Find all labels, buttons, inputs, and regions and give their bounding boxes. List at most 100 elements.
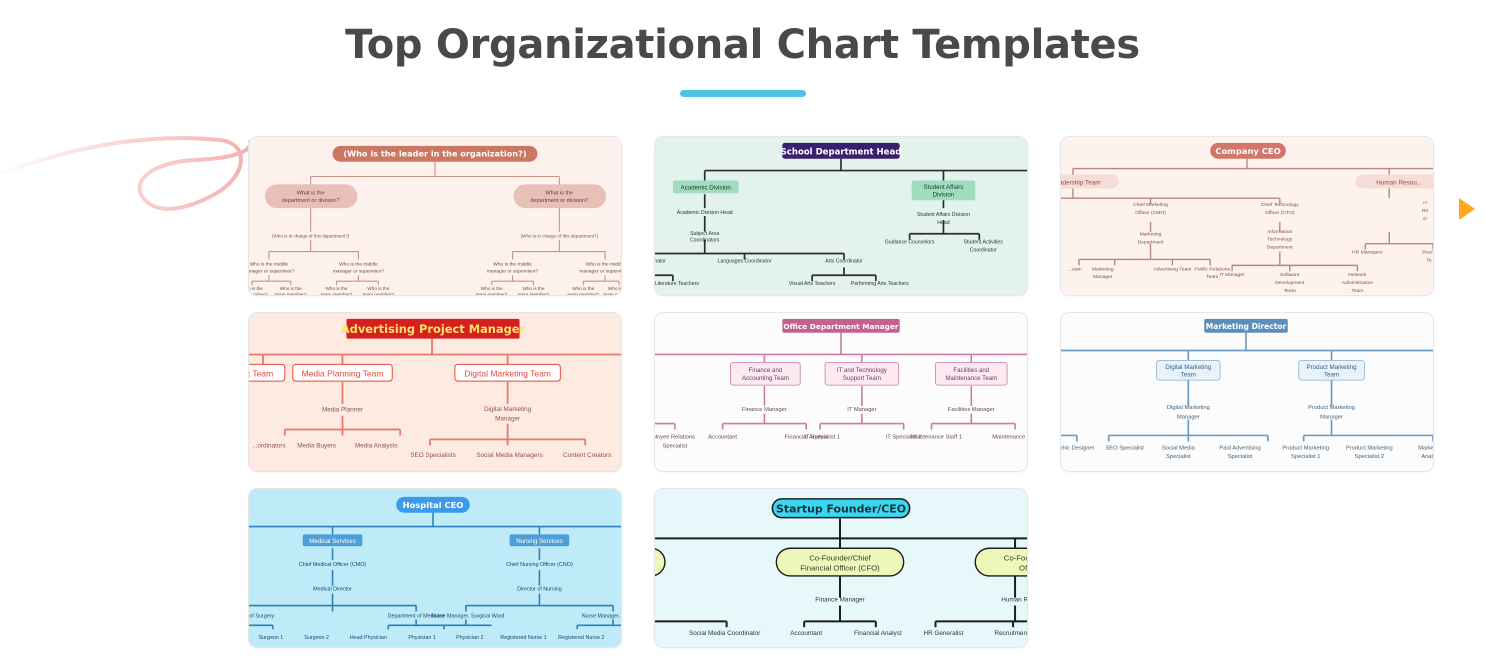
svg-text:Coordinators: Coordinators (690, 238, 720, 244)
svg-text:Officer (CTO): Officer (CTO) (1265, 210, 1295, 216)
template-card-leader-questions[interactable]: (Who is the leader in the organization?)… (248, 136, 622, 296)
svg-text:Coordinator: Coordinator (970, 248, 997, 254)
page-header: Top Organizational Chart Templates (0, 0, 1485, 97)
leaf-label: Network (1348, 272, 1367, 278)
officer-label: Chief Medical Officer (CMO) (299, 562, 366, 568)
svg-text:Maintenance Team: Maintenance Team (945, 375, 997, 382)
coordinator-label: Arts Coordinator (825, 258, 863, 264)
department-label: Information (1267, 229, 1292, 235)
leaf-label: Content Creators (563, 452, 611, 459)
leaf-label: Recruitment Sp... (995, 630, 1027, 637)
svg-text:Specialist: Specialist (1166, 454, 1191, 460)
team-node-label: Digital Marketing (1165, 364, 1211, 371)
svg-text:Offi: Offi (1019, 563, 1027, 572)
leaf-label: ...ordinators (252, 442, 286, 449)
mid-manager-label-2: manager or supervisor? (487, 268, 539, 274)
leaf-label: Social Media (1162, 445, 1196, 451)
svg-text:Accounting Team: Accounting Team (742, 375, 789, 382)
leaf-label: Social Media Managers (476, 452, 542, 459)
template-card-advertising-project-manager[interactable]: Advertising Project Manager ...t Team Me… (248, 312, 622, 472)
officer-label: Chief Technology (1261, 202, 1299, 208)
template-card-school-department[interactable]: School Department Head Academic Division… (654, 136, 1028, 296)
division-node-label: Medical Services (309, 538, 355, 545)
svg-text:Te: Te (1426, 257, 1431, 263)
division-node-label: What is the (297, 190, 325, 196)
department-label: Marketing (1140, 232, 1162, 238)
team-member-label: Who is the (522, 286, 544, 291)
leaf-label: ...mployee Relations (655, 434, 695, 440)
leaf-label: SEO Specialists (410, 452, 456, 459)
leaf-label: Product Marketing (1282, 445, 1329, 451)
division-node-label: What is the (545, 190, 573, 196)
svg-text:Department: Department (1267, 245, 1294, 251)
root-node-label: Company CEO (1215, 146, 1280, 156)
team-node-label: ...t Team (249, 369, 273, 379)
division-head-label: Academic Division Head (677, 210, 733, 216)
svg-text:team member?: team member? (321, 292, 353, 295)
division-node-label-2: department or division? (530, 198, 588, 204)
template-card-marketing-director[interactable]: Marketing Director Digital Marketing Tea… (1060, 312, 1434, 472)
director-label: Medical Director (313, 587, 352, 593)
svg-text:Technology: Technology (1267, 237, 1293, 243)
leaf-label: Maintenance Staf... (992, 434, 1027, 440)
template-card-hospital-ceo[interactable]: Hospital CEO Medical Services Nursing Se… (248, 488, 622, 648)
template-card-empty-slot (1060, 488, 1434, 648)
svg-text:team member?: team member? (518, 292, 550, 295)
root-node-label: Office Department Manager (783, 322, 899, 331)
template-row-3: Hospital CEO Medical Services Nursing Se… (248, 488, 1485, 648)
team-member-label: Who is the (326, 286, 348, 291)
division-node-label: Nursing Services (516, 538, 562, 545)
team-node-label: Digital Marketing Team (464, 369, 551, 379)
teacher-leaf-label: Performing Arts Teachers (851, 281, 909, 287)
root-node-label: Marketing Director (1206, 322, 1287, 331)
cofounder-node-label: Co-Found (1004, 554, 1027, 563)
svg-text:Manager: Manager (495, 416, 520, 423)
root-node-label: Startup Founder/CEO (776, 503, 906, 516)
team-node-label: Facilities and (953, 367, 989, 374)
svg-text:team member?: team member? (275, 292, 307, 295)
svg-text:Department: Department (1138, 240, 1165, 246)
template-card-office-department-manager[interactable]: Office Department Manager Finance and Ac… (654, 312, 1028, 472)
mid-manager-label-2: manager or supervisor? (579, 268, 621, 274)
subject-coordinators-label: Subject Area (690, 231, 719, 237)
leaf-label: Surgeon 2 (304, 635, 329, 641)
pink-loop-squiggle (0, 136, 250, 211)
leaf-label: Physician 2 (456, 635, 483, 641)
root-node-label: (Who is the leader in the organization?) (343, 149, 526, 159)
manager-label: Digital Marketing (484, 406, 532, 413)
leaf-label: Market (1418, 445, 1433, 451)
manager-label: Facilities Manager (948, 407, 995, 413)
leaf-label: Media Analysts (355, 442, 398, 449)
division-node-label: Student Affairs (924, 184, 964, 191)
svg-text:Manager: Manager (1093, 274, 1113, 280)
leaf-label: Media Buyers (297, 442, 336, 449)
template-card-startup-founder-ceo[interactable]: Startup Founder/CEO ...MO) Co-Founder/Ch… (654, 488, 1028, 648)
svg-text:team member?: team member? (476, 292, 508, 295)
mid-manager-label: Who is the middle (586, 261, 621, 267)
mid-manager-label-2: manager or supervisor? (249, 268, 295, 274)
division-node-label: Academic Division (681, 185, 732, 192)
svg-text:Specialist: Specialist (1228, 454, 1253, 460)
svg-text:Specialist 1: Specialist 1 (1291, 454, 1320, 460)
leaf-label: IT Specialist 2 (886, 434, 922, 440)
svg-text:Team: Team (1181, 372, 1196, 379)
leaf-label: Software (1280, 272, 1300, 278)
director-label: Director of Nursing (517, 587, 562, 593)
manager-label: Human Re... (1001, 597, 1027, 604)
carousel-next-arrow-icon[interactable] (1459, 198, 1475, 220)
svg-text:D: D (1423, 216, 1427, 222)
svg-text:Support Team: Support Team (843, 375, 881, 382)
svg-text:Manager: Manager (1320, 415, 1343, 421)
svg-text:Administration: Administration (1342, 280, 1374, 286)
template-card-company-ceo[interactable]: Company CEO ...e Leadership Team Human R… (1060, 136, 1434, 296)
leaf-label: Registered Nurse 2 (558, 635, 604, 641)
svg-text:Re: Re (1422, 208, 1429, 214)
student-affairs-head-label: Student Affairs Division (917, 212, 970, 218)
leaf-label: Accountant (790, 630, 822, 637)
team-node-label: Product Marketing (1307, 364, 1357, 371)
leaf-label: Marketing (1092, 266, 1114, 272)
svg-text:Team: Team (1284, 288, 1296, 294)
charge-question-label: (Who is in charge of this department?) (521, 234, 599, 239)
manager-label: Finance Manager (815, 597, 864, 604)
